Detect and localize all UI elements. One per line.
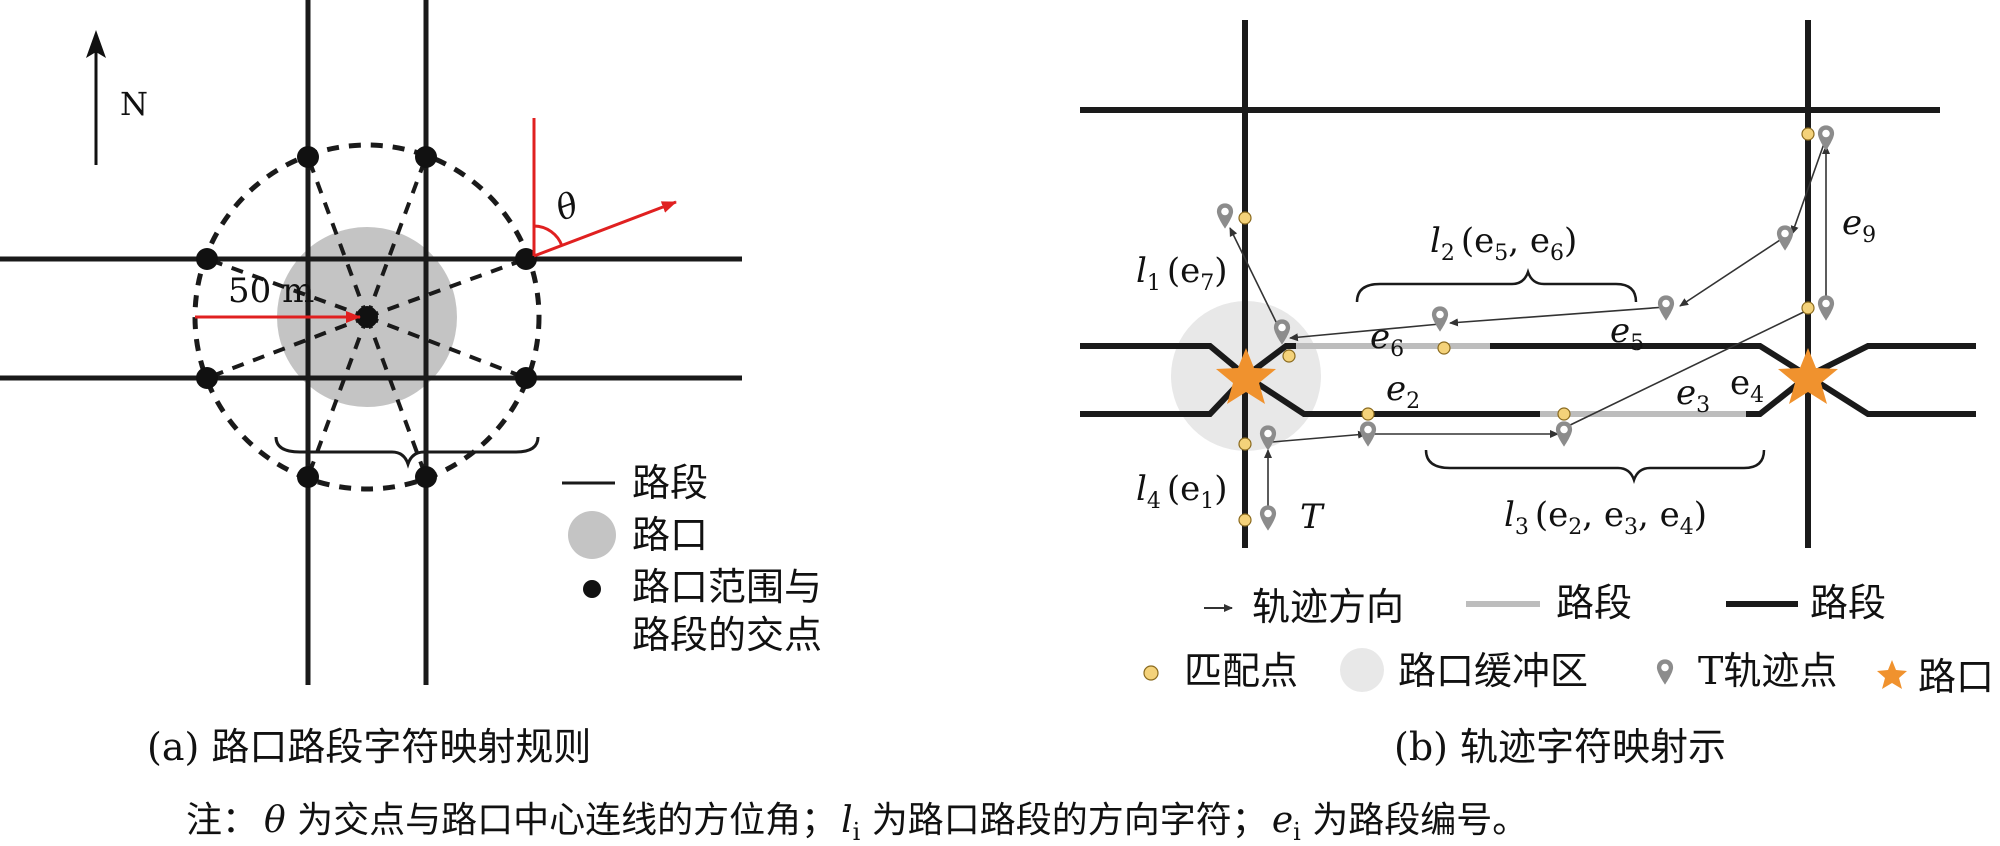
track-pins [1216,125,1835,531]
label-l3: l3(e2, e3, e4) [1504,495,1707,540]
legend-black-road-label: 路段 [1810,581,1886,625]
brace-bottom [274,436,540,469]
label-e2: e2 [1386,369,1420,414]
north-arrowhead-icon [86,30,106,58]
match-points [1238,127,1815,527]
legend-match-point-label: 匹配点 [1184,649,1298,693]
legend-gray-road-label: 路段 [1556,581,1632,625]
theta-arc [533,224,564,247]
label-e5: e5 [1610,311,1644,356]
panel-b-gray-roads [1296,343,1746,417]
azimuth-arrow [533,200,677,258]
legend-buffer-label: 路口缓冲区 [1398,649,1588,693]
figure-note: 注：θ 为交点与路口中心连线的方位角；li 为路口路段的方向字符；ei 为路段编… [186,800,1528,846]
dashed-rays [206,156,527,478]
caption-b: (b) 轨迹字符映射示 [1394,725,1726,769]
intersection-range-circle [192,142,542,492]
legend-match-point-swatch [1143,665,1159,681]
intersection-star-icon [1778,348,1838,404]
legend-point-label-1: 路口范围与 [632,565,822,609]
legend-point-swatch [583,580,601,598]
legend-point-label-2: 路段的交点 [632,613,822,657]
label-T: T [1300,497,1325,537]
radius-label: 50 m [228,271,314,311]
legend-star-icon [1877,660,1907,689]
panel-a: N [0,0,822,769]
intersection-points [196,146,537,488]
legend-track-point-label: T轨迹点 [1698,649,1837,693]
legend-track-pin-icon [1656,659,1674,685]
label-l1: l1(e7) [1136,251,1228,296]
label-e3: e3 [1676,373,1710,418]
label-e4: e4 [1730,363,1764,408]
brace-l2 [1355,268,1638,303]
north-label: N [120,85,148,123]
legend-star-label: 路口 [1918,655,1994,699]
panel-b-black-roads [1080,20,1976,548]
legend-intersection-label: 路口 [632,513,708,557]
brace-l3 [1424,449,1766,484]
legend-intersection-swatch [568,511,616,559]
legend-buffer-swatch [1340,648,1384,692]
label-e9: e9 [1842,203,1876,248]
label-l2: l2(e5, e6) [1430,221,1577,266]
panel-b: l1(e7) l2(e5, e6) l3(e2, e3, e4) l4(e1) … [1080,20,1994,769]
label-l4: l4(e1) [1136,469,1228,514]
legend-track-direction-label: 轨迹方向 [1252,585,1404,629]
panel-a-roads [0,0,742,685]
trajectory-arrows [1229,137,1830,516]
caption-a: (a) 路口路段字符映射规则 [147,725,591,769]
intersection-star-icon [1216,348,1276,404]
legend-road-label: 路段 [632,461,708,505]
theta-label: θ [551,185,584,230]
label-e6: e6 [1370,317,1404,362]
